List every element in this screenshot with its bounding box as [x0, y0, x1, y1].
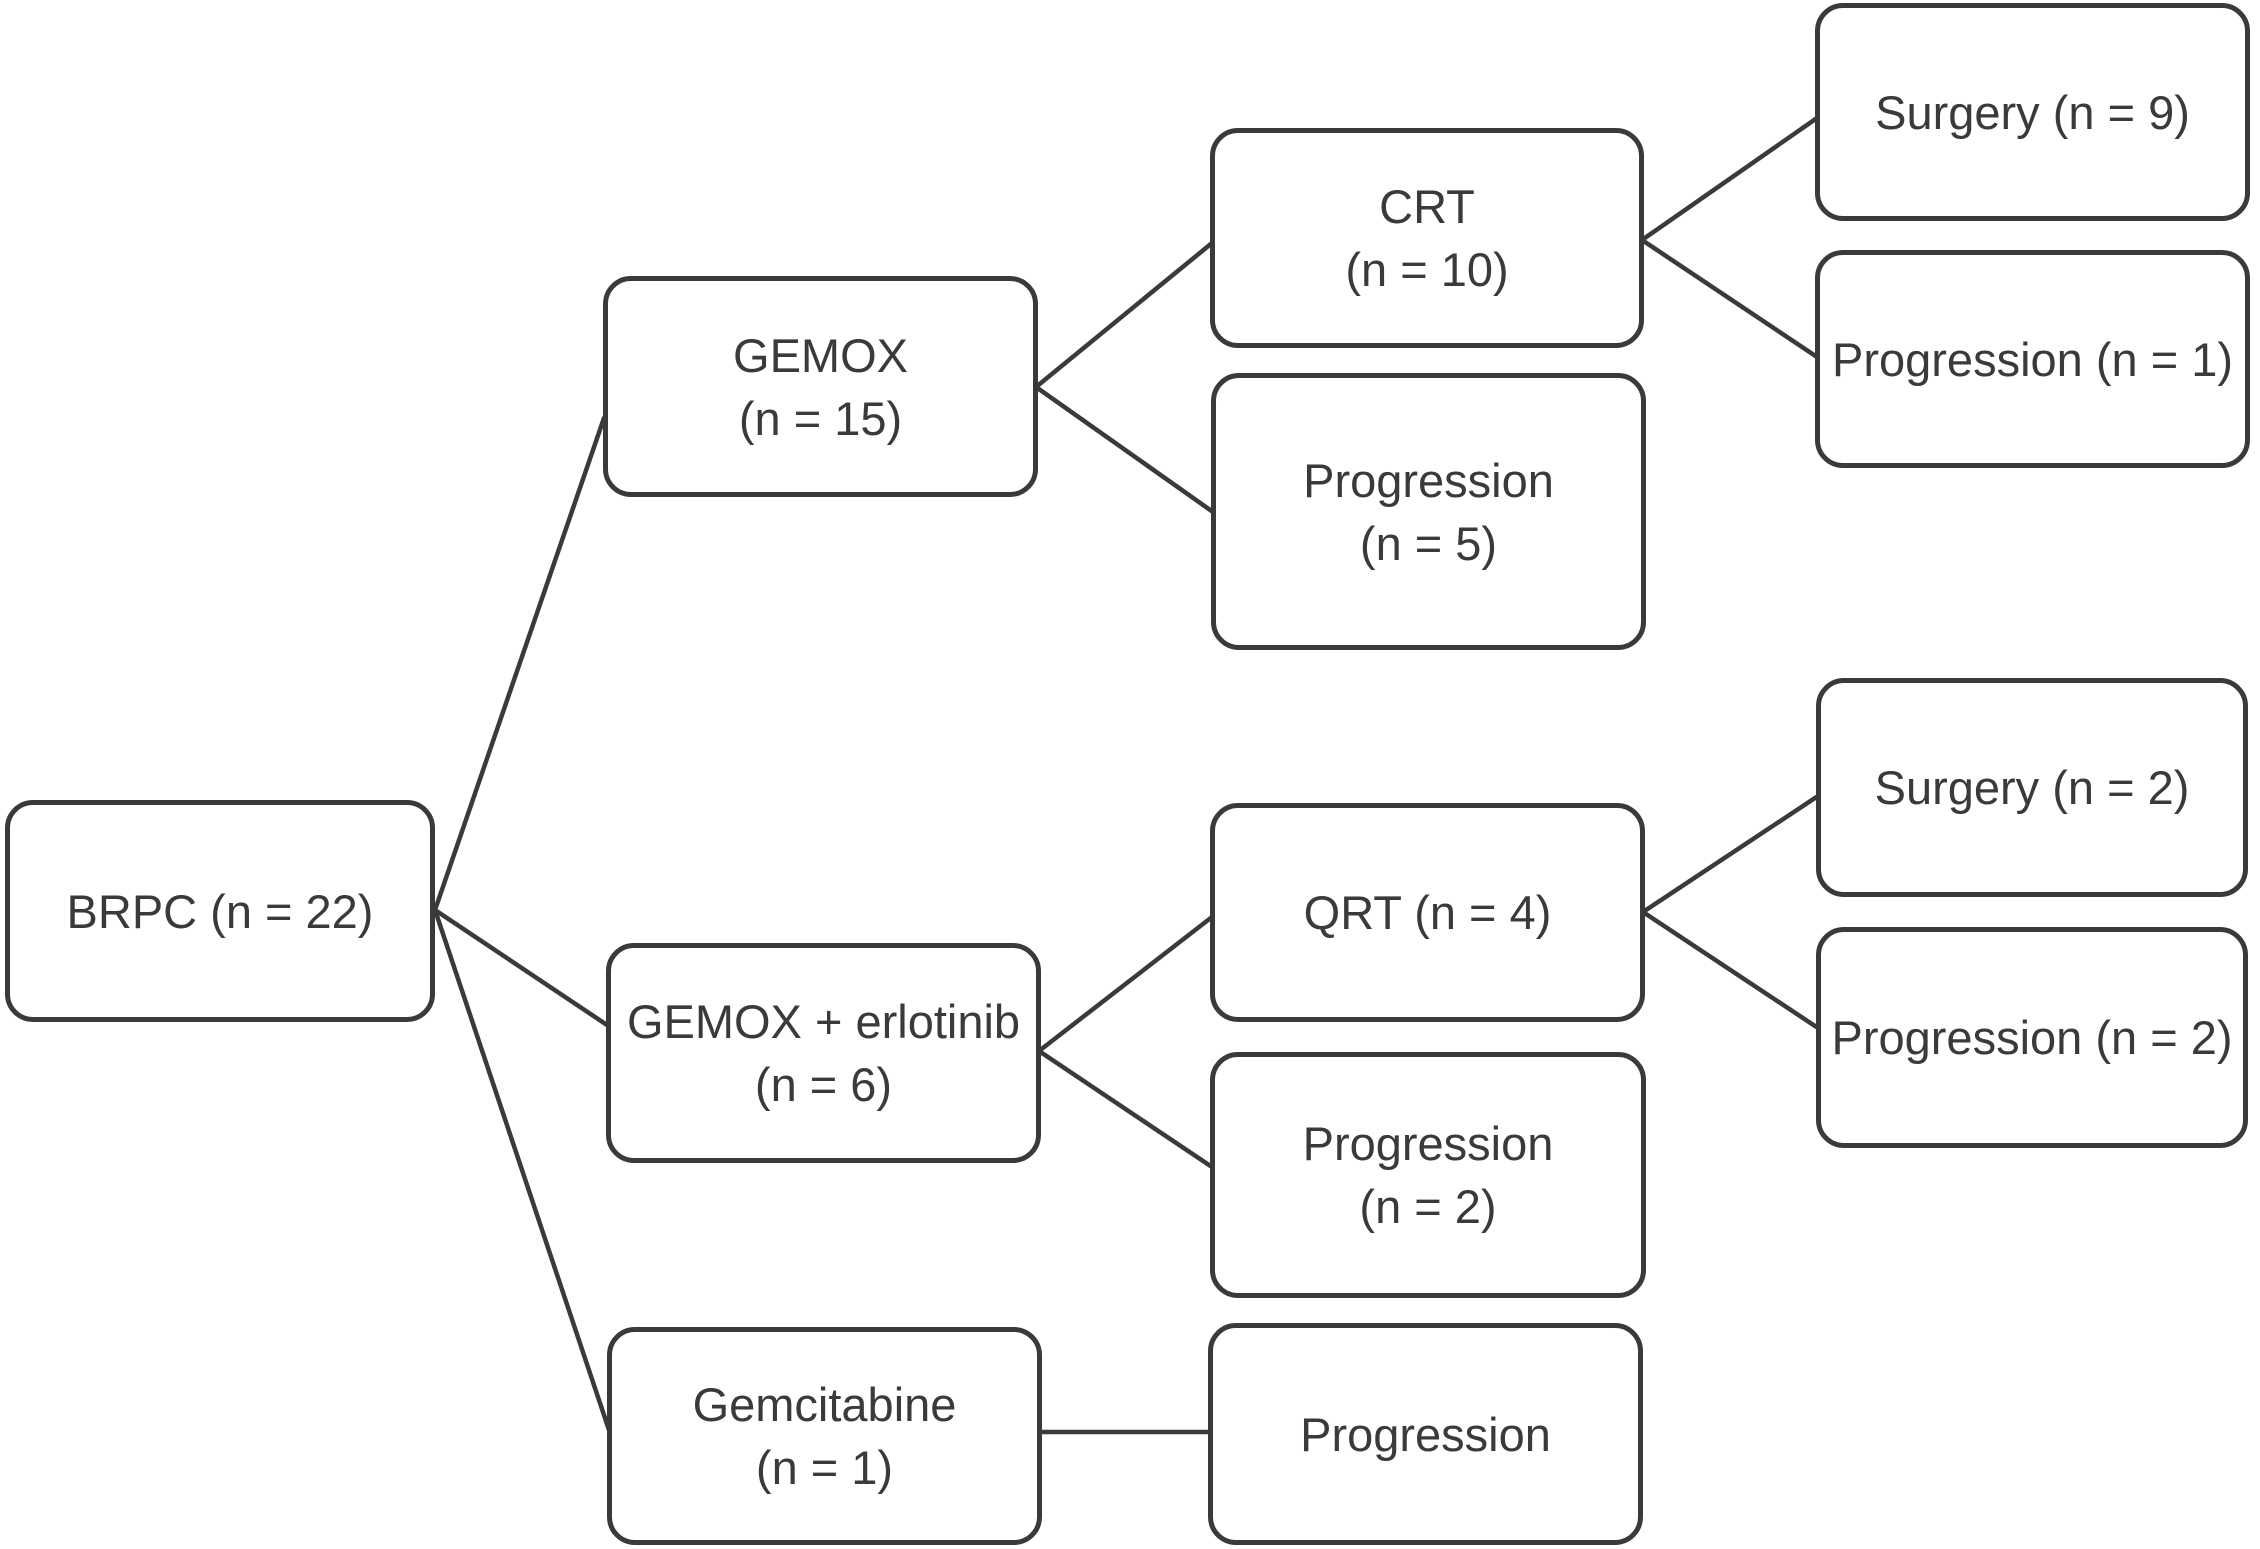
node-surgery-after-qrt: Surgery (n = 2): [1816, 678, 2248, 897]
node-label: Progression: [1303, 453, 1554, 507]
edge-gemox-crt: [1033, 240, 1215, 390]
edge-gemox-erlotinib-qrt: [1036, 914, 1215, 1054]
node-progression-after-crt: Progression (n = 1): [1815, 250, 2250, 468]
node-sublabel: (n = 10): [1345, 243, 1509, 296]
node-progression-after-qrt: Progression (n = 2): [1816, 927, 2248, 1148]
node-sublabel: (n = 15): [738, 391, 903, 445]
node-sublabel: (n = 2): [1359, 1180, 1497, 1233]
node-qrt: QRT (n = 4): [1210, 803, 1645, 1022]
node-label: Progression (n = 1): [1832, 332, 2233, 386]
node-gemox-erlotinib: GEMOX + erlotinib (n = 6): [606, 943, 1041, 1163]
node-progression-after-gemox: Progression (n = 5): [1211, 373, 1646, 650]
edge-gemox-erlotinib-progression: [1036, 1048, 1215, 1170]
edge-brpc-gemox: [432, 415, 607, 913]
edge-brpc-gemox-erlotinib: [432, 907, 610, 1028]
node-label: BRPC (n = 22): [66, 884, 374, 938]
edge-gemox-progression: [1033, 384, 1216, 515]
node-crt: CRT (n = 10): [1210, 128, 1644, 348]
node-label: Surgery (n = 9): [1875, 85, 2190, 139]
node-surgery-after-crt: Surgery (n = 9): [1815, 3, 2250, 221]
node-label: CRT: [1379, 180, 1475, 233]
node-label: Progression: [1300, 1407, 1551, 1461]
edge-qrt-surgery: [1640, 793, 1821, 915]
node-label: QRT (n = 4): [1303, 886, 1552, 939]
edge-brpc-gemcitabine: [432, 907, 612, 1433]
node-brpc: BRPC (n = 22): [5, 800, 435, 1022]
node-label: Gemcitabine: [692, 1378, 957, 1431]
edge-crt-progression: [1639, 237, 1820, 360]
node-label: Progression (n = 2): [1831, 1011, 2233, 1064]
node-label: GEMOX: [733, 328, 908, 382]
node-label: GEMOX + erlotinib: [626, 995, 1021, 1048]
node-sublabel: (n = 1): [755, 1441, 894, 1494]
edge-crt-surgery: [1639, 115, 1820, 243]
node-label: Progression: [1302, 1117, 1554, 1170]
node-progression-after-gemcitabine: Progression: [1208, 1323, 1643, 1545]
node-gemox: GEMOX (n = 15): [603, 276, 1038, 497]
node-progression-after-gemox-erlotinib: Progression (n = 2): [1210, 1052, 1646, 1298]
node-label: Surgery (n = 2): [1874, 761, 2190, 814]
edge-qrt-progression: [1640, 909, 1821, 1031]
node-sublabel: (n = 6): [754, 1058, 893, 1111]
node-gemcitabine: Gemcitabine (n = 1): [607, 1327, 1042, 1545]
node-sublabel: (n = 5): [1359, 516, 1498, 570]
